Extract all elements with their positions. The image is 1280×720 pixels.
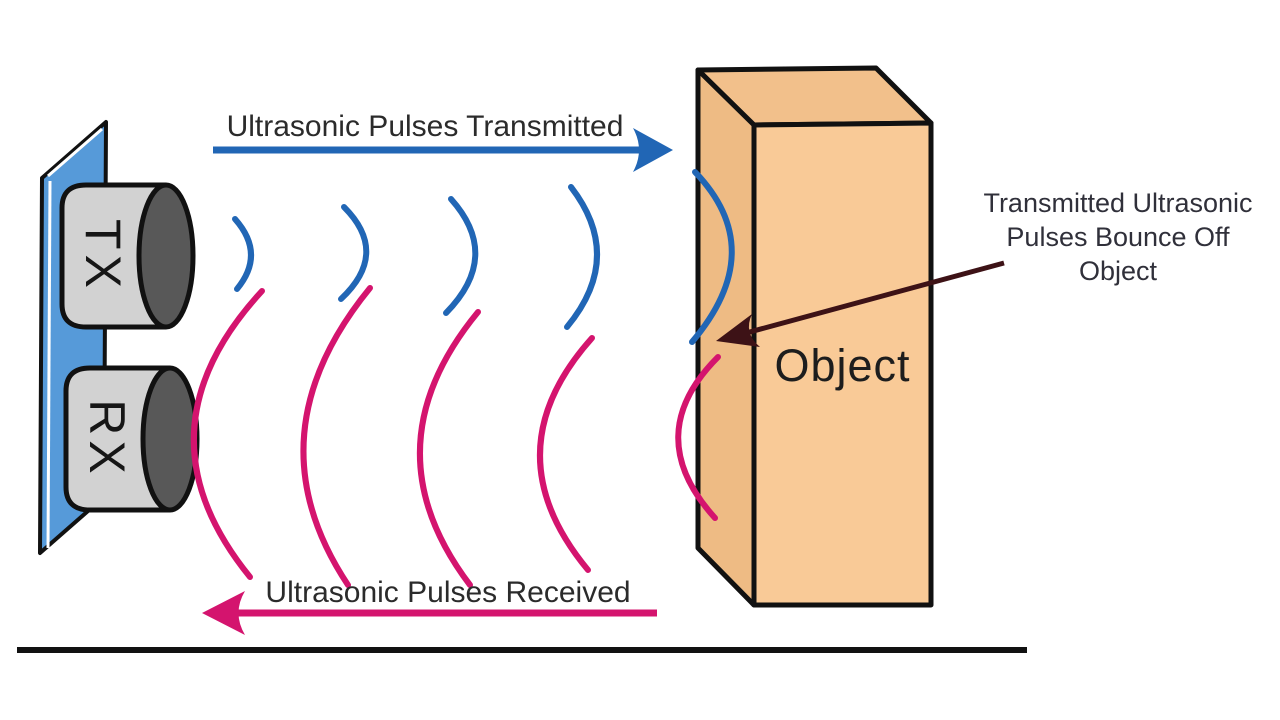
annotation-text: Transmitted Ultrasonic Pulses Bounce Off…	[958, 186, 1278, 288]
rx-label: RX	[79, 399, 135, 479]
receive-pulse-arcs	[190, 285, 721, 588]
transmit-arrow-head	[633, 128, 673, 172]
receive-pulse-arc	[190, 288, 265, 580]
receive-pulse-arc	[300, 285, 373, 588]
annotation-text-line-3: Object	[1078, 256, 1158, 286]
receive-pulse-arc	[417, 309, 481, 588]
receive-pulse-arc	[675, 354, 721, 521]
annotation-arrow-line	[745, 260, 1005, 336]
transmit-arrow-label: Ultrasonic Pulses Transmitted	[226, 110, 624, 143]
receive-arrow-label: Ultrasonic Pulses Received	[265, 576, 631, 609]
tx-label: TX	[75, 219, 131, 293]
transmit-pulse-arc	[443, 196, 479, 316]
transmit-pulse-arc	[689, 169, 735, 345]
sensor-board-top-edge-highlight	[47, 127, 103, 178]
receive-pulse-arc	[537, 335, 595, 573]
sensor-board-left-edge-highlight	[46, 180, 52, 549]
transmit-pulse-arc	[232, 216, 254, 292]
rx-transducer-face	[140, 365, 200, 513]
transmit-pulse-arcs	[232, 169, 735, 345]
annotation-arrow-head	[716, 314, 760, 347]
annotation-text-line-1: Transmitted Ultrasonic	[983, 188, 1253, 218]
annotation-text-line-2: Pulses Bounce Off	[1006, 222, 1230, 252]
tx-transducer-face	[136, 182, 196, 330]
transmit-pulse-arc	[564, 184, 600, 330]
transmit-pulse-arc	[338, 204, 370, 302]
object-label: Object	[774, 340, 911, 391]
receive-arrow-head	[202, 591, 245, 635]
object-box-front-face	[751, 120, 934, 608]
